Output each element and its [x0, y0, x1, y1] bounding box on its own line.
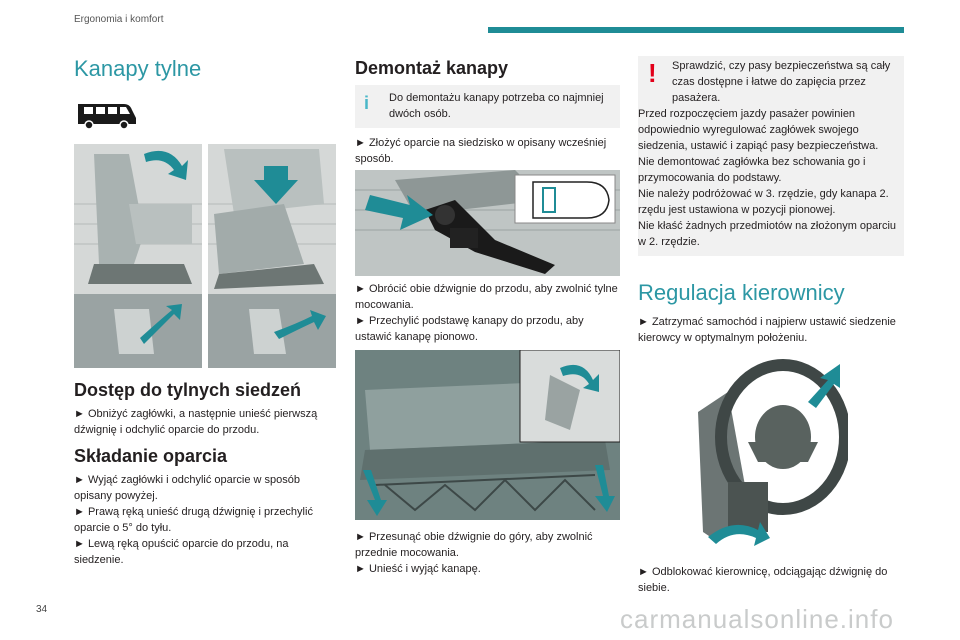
info-note: i Do demontażu kanapy potrzeba co najmni…: [355, 85, 620, 128]
steering-heading: Regulacja kierownicy: [638, 280, 845, 305]
lever-illustration: [355, 170, 620, 276]
info-note-text: Do demontażu kanapy potrzeba co najmniej…: [389, 92, 604, 120]
steering-step2: ► Odblokować kierownicę, odciągając dźwi…: [638, 566, 888, 594]
warning-icon: !: [648, 58, 657, 88]
fold-heading: Składanie oparcia: [74, 446, 228, 466]
section-header: Ergonomia i komfort: [74, 14, 164, 25]
page-title: Kanapy tylne: [74, 56, 202, 81]
warning-line: Przed rozpoczęciem jazdy pasażer powinie…: [638, 108, 879, 152]
removal-step2-line: ► Obrócić obie dźwignie do przodu, aby z…: [355, 283, 618, 311]
warning-line: Nie należy podróżować w 3. rzędzie, gdy …: [638, 188, 889, 216]
removal-step2: ► Obrócić obie dźwignie do przodu, aby z…: [355, 281, 620, 345]
info-icon: i: [364, 93, 370, 113]
steering-step1: ► Zatrzymać samochód i najpierw ustawić …: [638, 316, 896, 344]
warning-line: Nie demontować zagłówka bez schowania go…: [638, 156, 866, 184]
header-accent-bar: [488, 27, 904, 33]
fold-step: ► Lewą ręką opuścić oparcie do przodu, n…: [74, 538, 289, 566]
steering-wheel-illustration: [688, 352, 851, 554]
bench-illustration: [355, 349, 621, 520]
page-number: 34: [36, 604, 48, 615]
removal-step2-line: ► Przechylić podstawę kanapy do przodu, …: [355, 315, 584, 343]
access-heading: Dostęp do tylnych siedzeń: [74, 380, 302, 400]
warning-line: Sprawdzić, czy pasy bezpieczeństwa są ca…: [672, 60, 891, 104]
watermark: carmanualsonline.info: [620, 604, 894, 634]
warning-text: Sprawdzić, czy pasy bezpieczeństwa są ca…: [638, 58, 900, 250]
fold-step: ► Wyjąć zagłówki i odchylić oparcie w sp…: [74, 474, 300, 502]
removal-step3: ► Przesunąć obie dźwignie do góry, aby z…: [355, 529, 620, 577]
warning-note: ! Sprawdzić, czy pasy bezpieczeństwa są …: [638, 56, 904, 256]
removal-step1: ► Złożyć oparcie na siedzisko w opisany …: [355, 137, 607, 165]
removal-step3-line: ► Unieść i wyjąć kanapę.: [355, 563, 481, 575]
warning-line: Nie kłaść żadnych przedmiotów na złożony…: [638, 220, 897, 248]
access-text: ► Obniżyć zagłówki, a następnie unieść p…: [74, 408, 318, 436]
fold-step: ► Prawą ręką unieść drugą dźwignię i prz…: [74, 506, 313, 534]
seat-access-illustration: [74, 144, 336, 368]
van-icon: [74, 96, 138, 130]
fold-steps: ► Wyjąć zagłówki i odchylić oparcie w sp…: [74, 472, 336, 568]
removal-heading: Demontaż kanapy: [355, 58, 509, 78]
removal-step3-line: ► Przesunąć obie dźwignie do góry, aby z…: [355, 531, 593, 559]
